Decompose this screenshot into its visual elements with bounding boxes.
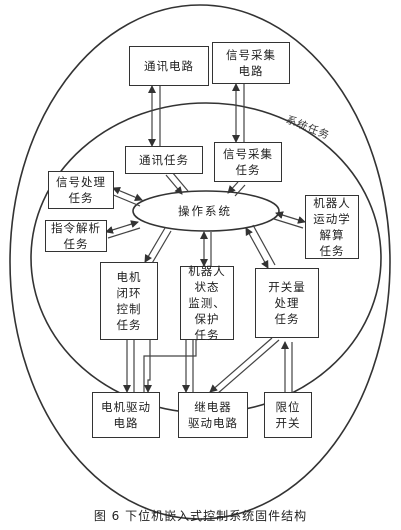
motor-loop-task-label: 电机 闭环 控制 任务 [116,270,142,332]
robot-monitor-task-label: 机器人 状态 监测、 保护 任务 [188,264,226,342]
kinematics-task-label: 机器人 运动学 解算 任务 [313,196,351,258]
signal-acq-circuit-label: 信号采集 电路 [226,48,276,78]
relay-drive-circuit-label: 继电器 驱动电路 [188,400,238,430]
kinematics-task-box: 机器人 运动学 解算 任务 [305,195,359,259]
os-label: 操作系统 [178,204,232,218]
cmd-parse-task-label: 指令解析 任务 [51,221,101,251]
comm-circuit-label: 通讯电路 [144,59,194,73]
limit-switch-label: 限位 开关 [275,400,301,430]
signal-acq-circuit-box: 信号采集 电路 [212,42,290,84]
cmd-parse-task-box: 指令解析 任务 [45,220,107,252]
comm-task-box: 通讯任务 [125,146,203,174]
comm-task-label: 通讯任务 [139,153,189,167]
signal-proc-task-box: 信号处理 任务 [48,171,114,209]
motor-drive-circuit-box: 电机驱动 电路 [92,392,160,438]
relay-drive-circuit-box: 继电器 驱动电路 [178,392,248,438]
motor-loop-task-box: 电机 闭环 控制 任务 [100,262,158,340]
figure-caption: 图 6 下位机嵌入式控制系统固件结构 [93,509,308,523]
outer-ellipse [9,4,391,520]
limit-switch-box: 限位 开关 [264,392,312,438]
comm-circuit-box: 通讯电路 [129,46,209,86]
signal-acq-task-box: 信号采集 任务 [214,142,282,182]
signal-acq-task-label: 信号采集 任务 [223,147,273,177]
robot-monitor-task-box: 机器人 状态 监测、 保护 任务 [180,264,234,342]
signal-proc-task-label: 信号处理 任务 [56,175,106,205]
motor-drive-circuit-label: 电机驱动 电路 [101,400,151,430]
switch-proc-task-label: 开关量 处理 任务 [268,280,306,326]
switch-proc-task-box: 开关量 处理 任务 [255,268,319,338]
